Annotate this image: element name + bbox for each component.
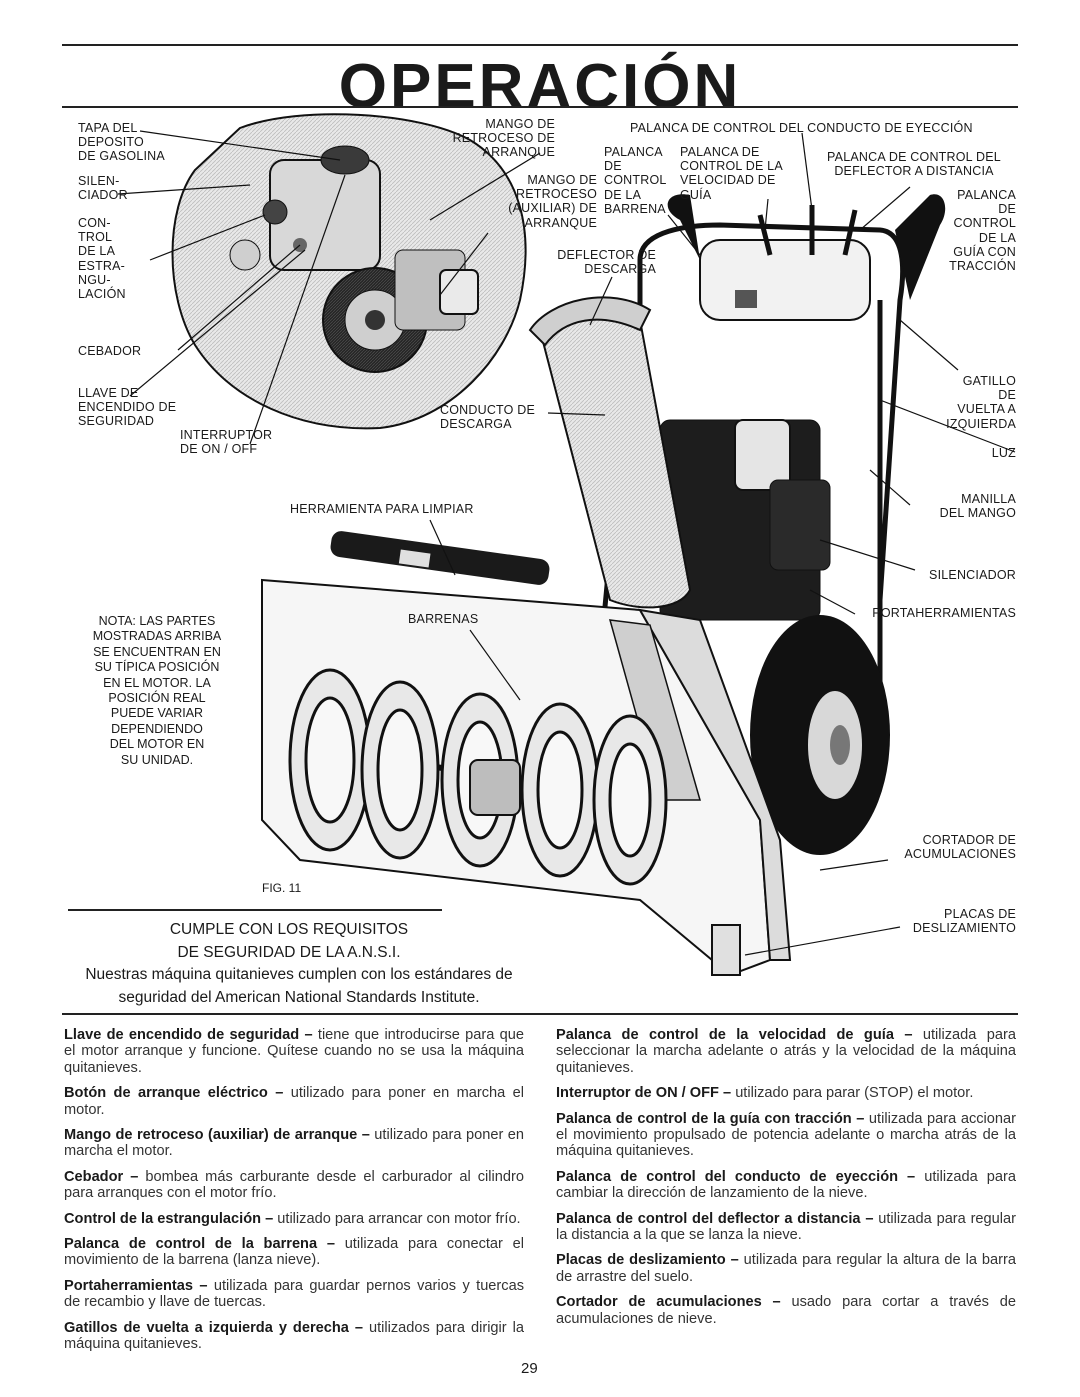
description-item: Mango de retroceso (auxiliar) de arranqu… [64,1127,524,1160]
description-item: Interruptor de ON / OFF – utilizado para… [556,1085,1016,1101]
description-term: Cortador de acumulaciones – [556,1294,781,1311]
description-text: utilizada para conectar el movimiento de… [64,1236,524,1269]
description-term: Cebador – [64,1168,139,1185]
description-item: Placas de deslizamiento – utilizada para… [556,1252,1016,1285]
description-term: Interruptor de ON / OFF – [556,1085,732,1102]
label-skid-shoes: PLACAS DE DESLIZAMIENTO [912,907,1016,936]
description-item: Llave de encendido de seguridad – tiene … [64,1027,524,1076]
description-text: utilizada para regular la altura de la b… [556,1252,1016,1285]
description-text: utilizados para dirigir la máquina quita… [64,1319,524,1353]
description-item: Palanca de control de la velocidad de gu… [556,1027,1016,1076]
description-term: Placas de deslizamiento – [556,1252,739,1269]
label-recoil-handle: MANGO DE RETROCESO DE ARRANQUE [452,117,555,160]
description-term: Portaherramientas – [64,1277,208,1294]
description-term: Palanca de control de la guía con tracci… [556,1110,865,1127]
description-text: utilizado para poner en marcha el motor. [64,1127,525,1160]
description-item: Cortador de acumulaciones – usado para c… [556,1294,1016,1327]
skid-shoe [711,924,741,976]
lever-speed [757,214,773,256]
parts-note: NOTA: LAS PARTES MOSTRADAS ARRIBA SE ENC… [92,614,222,767]
augers [288,668,668,886]
description-item: Palanca de control de la barrena – utili… [64,1236,524,1269]
ansi-heading: CUMPLE CON LOS REQUISITOS DE SEGURIDAD D… [169,921,409,961]
ansi-statement: Nuestras máquina quitanieves cumplen con… [85,966,513,1006]
muffler [769,479,831,571]
engine-detail [171,113,527,430]
description-text: utilizado para poner en marcha el motor. [64,1085,524,1118]
description-item: Gatillos de vuelta a izquierda y derecha… [64,1320,524,1353]
description-term: Control de la estrangulación – [64,1210,274,1227]
label-fuel-cap: TAPA DEL DEPOSITO DE GASOLINA [78,121,165,164]
label-on-off-switch: INTERRUPTOR DE ON / OFF [180,428,273,457]
description-item: Botón de arranque eléctrico – utilizado … [64,1085,524,1118]
description-term: Palanca de control de la velocidad de gu… [556,1027,913,1043]
description-term: Botón de arranque eléctrico – [64,1085,284,1102]
label-primer: CEBADOR [78,344,142,358]
light-switch [735,290,757,308]
description-text: utilizada para accionar el movimiento pr… [556,1110,1017,1160]
label-augers: BARRENAS [408,612,479,626]
description-text: bombea más carburante desde el carburado… [64,1168,524,1202]
title-rule [62,106,1018,108]
description-text: utilizado para arrancar con motor frío. [273,1210,521,1227]
description-item: Control de la estrangulación – utilizado… [64,1211,524,1227]
cleaning-tool [330,531,550,585]
description-item: Palanca de control del deflector a dista… [556,1211,1016,1244]
label-auger-lever: PALANCA DE CONTROL DE LA BARRENA [604,145,667,216]
ansi-rule [68,909,442,911]
description-term: Palanca de control de la barrena – [64,1236,335,1253]
headlight [734,419,791,491]
description-text: utilizado para parar (STOP) el motor. [731,1085,974,1102]
figure-label: FIG. 11 [262,881,302,895]
label-cleaning-tool: HERRAMIENTA PARA LIMPIAR [290,502,474,516]
label-safety-key: LLAVE DE ENCENDIDO DE SEGURIDAD [78,386,177,429]
description-text: utilizada para cambiar la dirección de l… [556,1168,1016,1202]
label-choke-control: CON- TROL DE LA ESTRA- NGU- LACIÓN [78,216,126,302]
description-item: Portaherramientas – utilizada para guard… [64,1278,524,1311]
label-drift-cutter: CORTADOR DE ACUMULACIONES [904,833,1016,862]
description-term: Llave de encendido de seguridad – [64,1027,313,1043]
label-chute-lever: PALANCA DE CONTROL DEL CONDUCTO DE EYECC… [630,121,973,135]
right-handle-grip [895,194,946,300]
label-speed-lever: PALANCA DE CONTROL DE LA VELOCIDAD DE GU… [680,145,783,202]
description-text: utilizada para seleccionar la marcha ade… [556,1027,1016,1076]
label-engine-muffler: SILEN- CIADOR [78,174,128,203]
description-text: tiene que introducirse para que el motor… [64,1027,524,1076]
label-muffler: SILENCIADOR [929,568,1016,582]
descriptions-left-column: Llave de encendido de seguridad – tiene … [64,1027,524,1362]
label-handle-grip: MANILLA DEL MANGO [939,492,1016,521]
chute-deflector [528,296,652,347]
description-item: Cebador – bombea más carburante desde el… [64,1169,524,1202]
descriptions-right-column: Palanca de control de la velocidad de gu… [556,1027,1016,1336]
label-discharge-chute: CONDUCTO DE DESCARGA [440,403,536,432]
description-term: Gatillos de vuelta a izquierda y derecha… [64,1319,363,1336]
top-rule [62,44,1018,46]
label-deflector-lever: PALANCA DE CONTROL DEL DEFLECTOR A DISTA… [827,150,1001,179]
description-term: Mango de retroceso (auxiliar) de arranqu… [64,1127,370,1144]
label-aux-recoil-handle: MANGO DE RETROCESO (AUXILIAR) DE ARRANQU… [508,173,597,230]
page-number: 29 [521,1360,538,1377]
description-item: Palanca de control de la guía con tracci… [556,1111,1016,1160]
snowblower-illustration [117,113,1016,977]
description-item: Palanca de control del conducto de eyecc… [556,1169,1016,1202]
leader-lines [117,130,1016,956]
description-text: utilizada para guardar pernos varios y t… [64,1277,524,1311]
label-discharge-deflector: DEFLECTOR DE DESCARGA [557,248,656,277]
description-text: usado para cortar a través de acumulacio… [556,1294,1016,1327]
label-light: LUZ [991,446,1016,460]
description-term: Palanca de control del deflector a dista… [556,1210,874,1227]
description-term: Palanca de control del conducto de eyecc… [556,1168,916,1185]
label-tool-holder: PORTAHERRAMIENTAS [872,606,1016,620]
section-rule [62,1013,1018,1015]
description-text: utilizada para regular la distancia a la… [556,1210,1017,1244]
lever-deflector [842,209,858,256]
left-handle-grip [667,194,700,260]
label-trigger: GATILLO DE VUELTA A IZQUIERDA [946,374,1016,431]
label-traction-lever: PALANCA DE CONTROL DE LA GUÍA CON TRACCI… [949,188,1016,274]
